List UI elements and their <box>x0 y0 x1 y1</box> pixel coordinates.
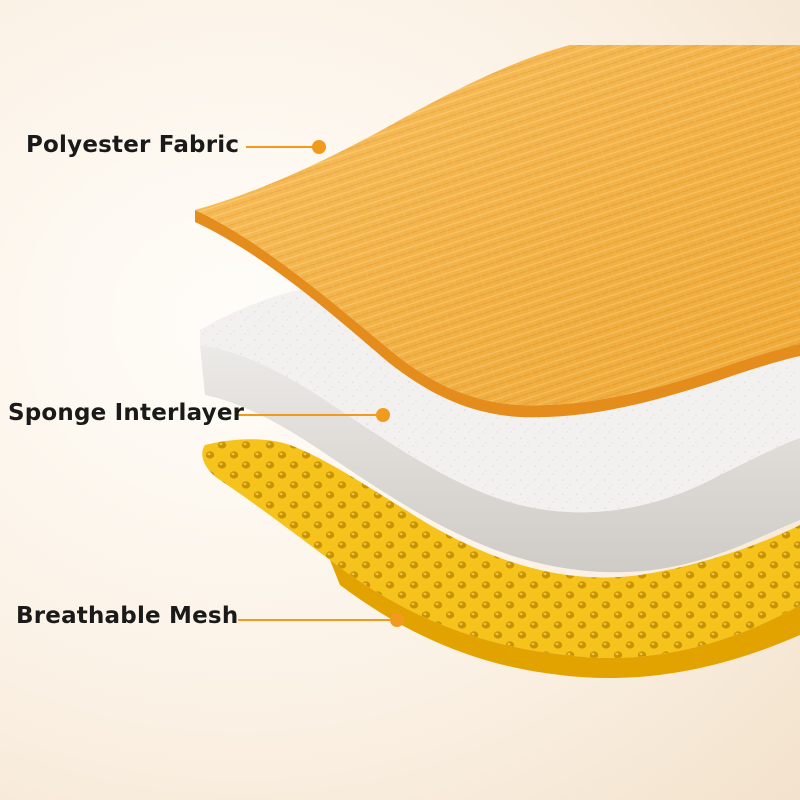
label-sponge-interlayer: Sponge Interlayer <box>8 400 245 426</box>
mesh-body <box>202 439 800 658</box>
sponge-front-edge <box>200 345 800 573</box>
leader-dot-mesh <box>390 613 404 627</box>
label-breathable-mesh: Breathable Mesh <box>16 603 239 629</box>
mesh-underside <box>330 560 800 679</box>
mesh-layer <box>202 439 800 679</box>
leader-dot-polyester <box>312 140 326 154</box>
fabric-layer <box>195 45 800 418</box>
leader-dot-sponge <box>376 408 390 422</box>
label-polyester-fabric: Polyester Fabric <box>26 132 240 158</box>
fabric-shading <box>195 45 800 406</box>
